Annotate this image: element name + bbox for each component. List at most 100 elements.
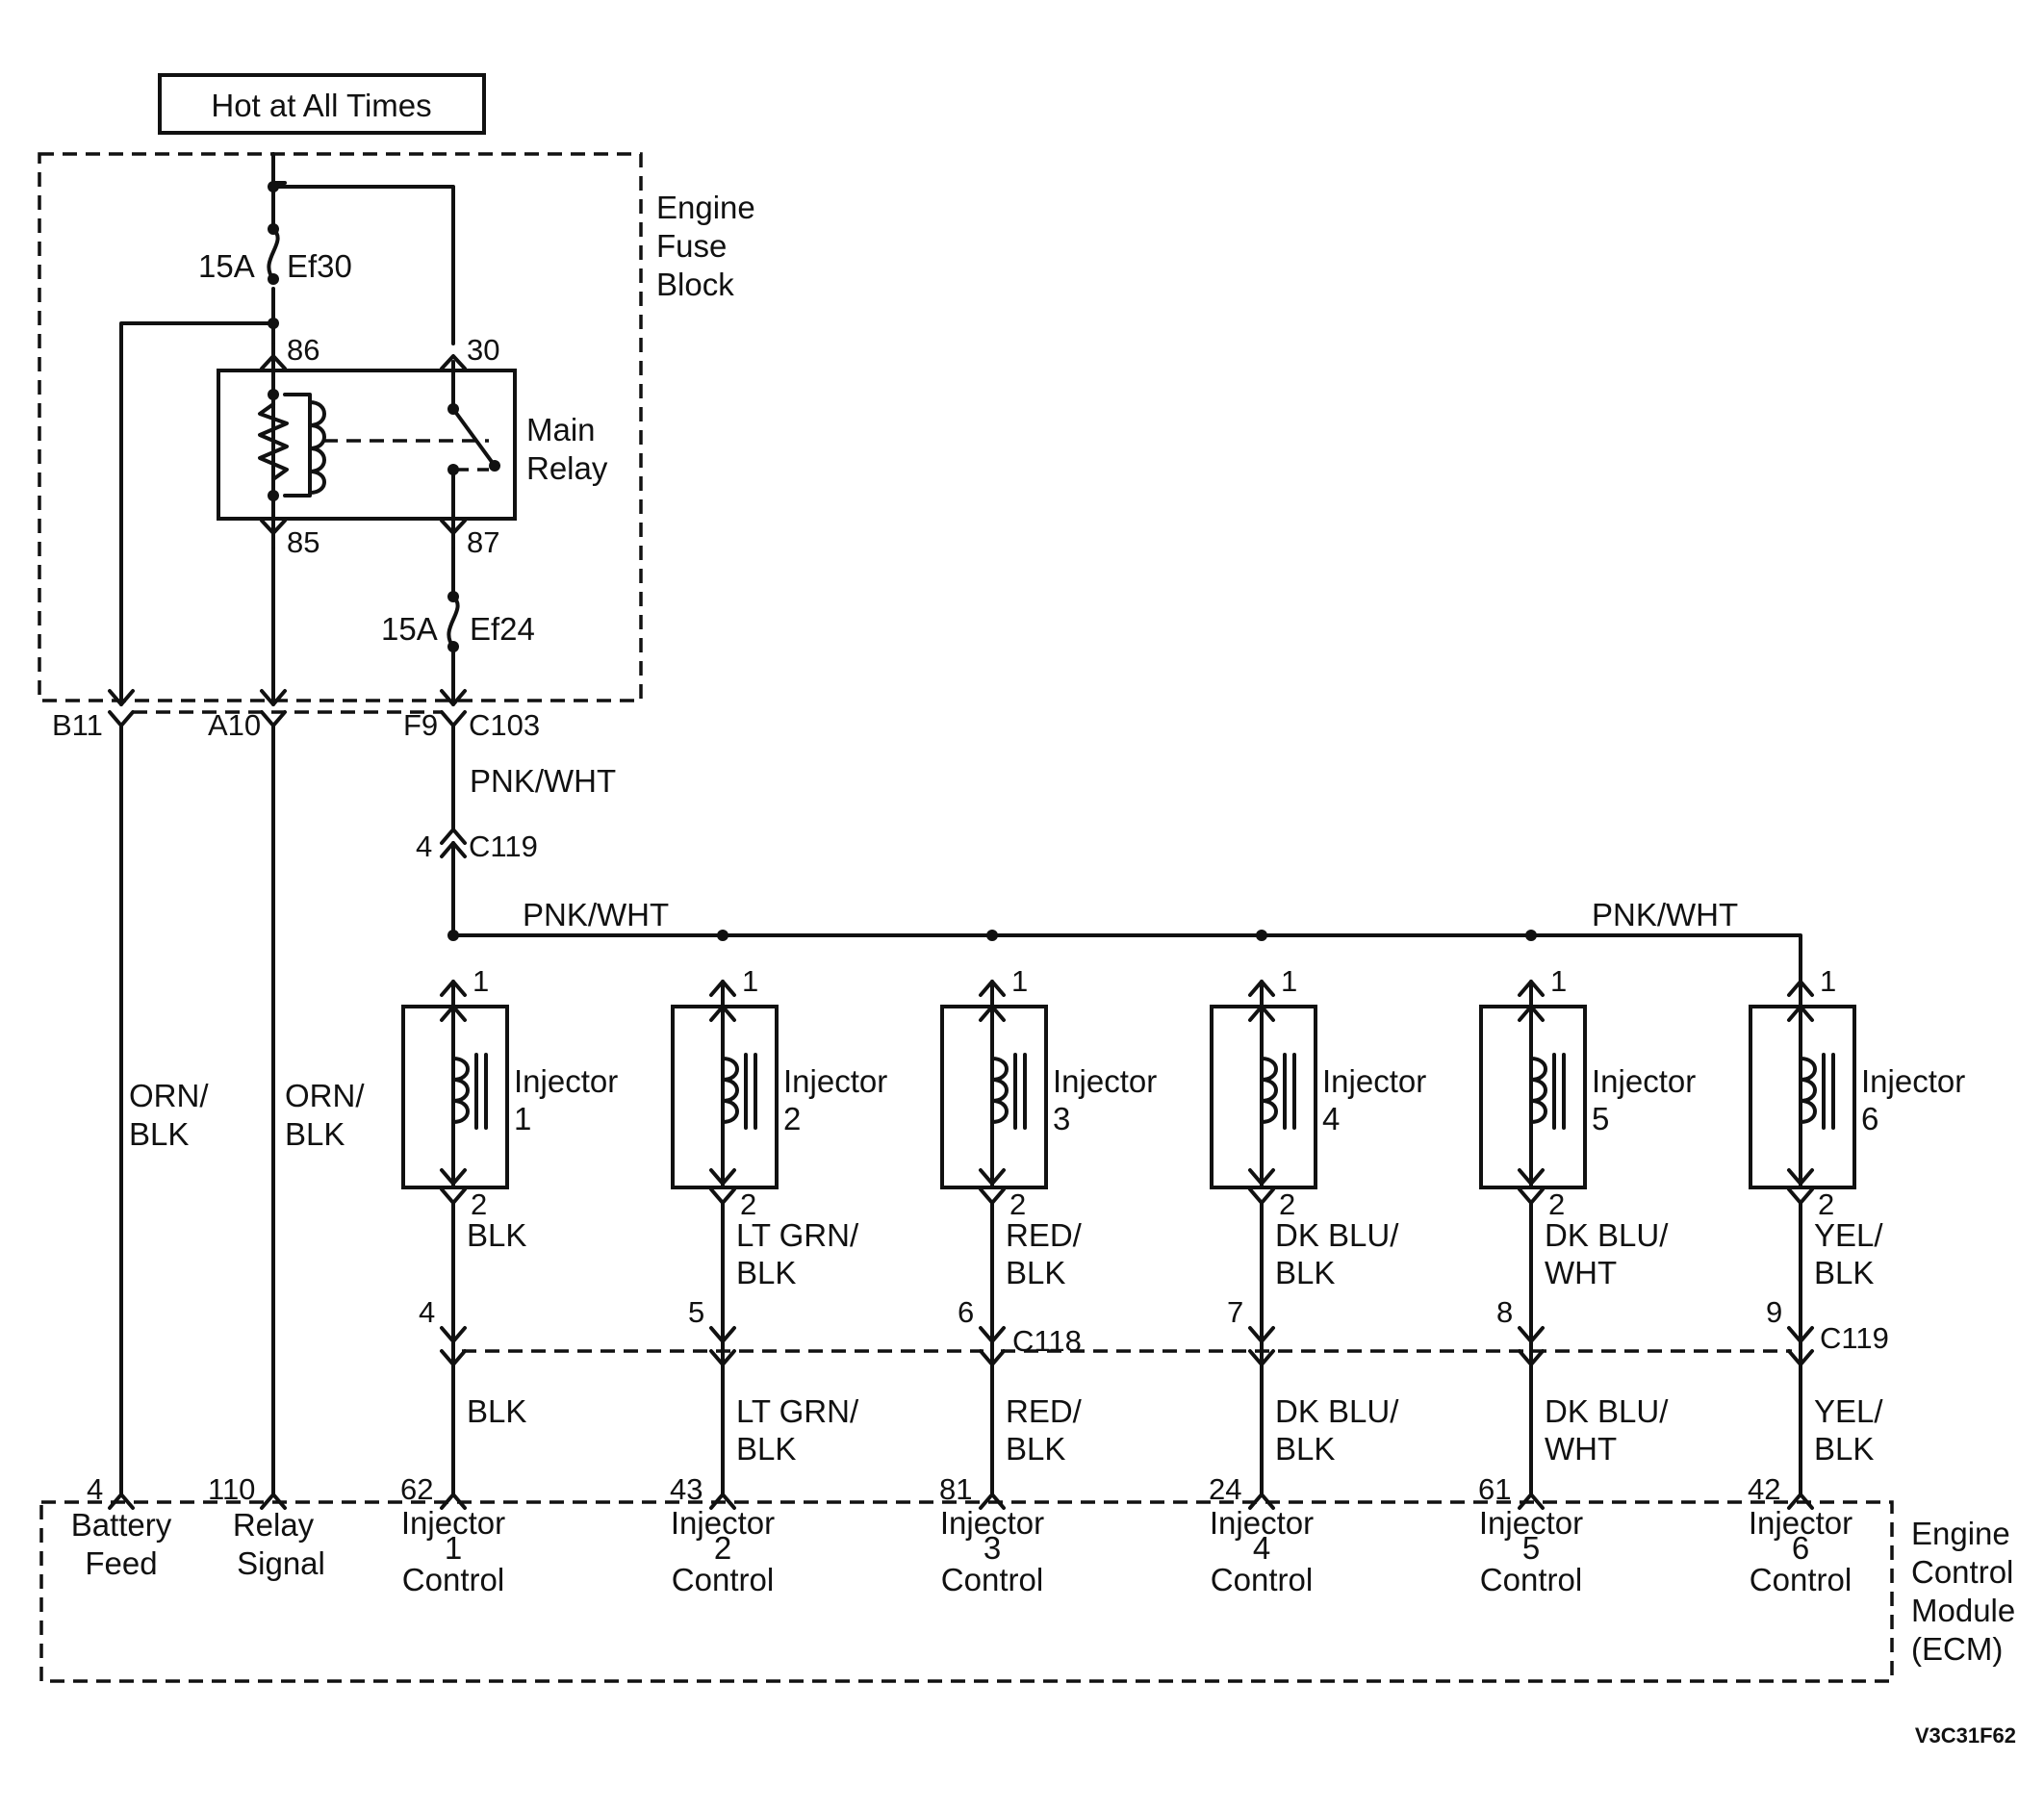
ecm-input-number: 4 [1253,1530,1270,1566]
injector-pin-bottom: 2 [471,1187,487,1221]
svg-text:C119: C119 [469,829,538,863]
svg-text:PNK/WHT: PNK/WHT [1592,897,1738,932]
svg-text:15A: 15A [198,248,255,284]
wire-color-lower: BLK [467,1393,526,1429]
injector-number: 4 [1322,1101,1340,1136]
injector-number: 1 [514,1101,531,1136]
svg-text:ORN/: ORN/ [129,1078,209,1113]
svg-text:PNK/WHT: PNK/WHT [523,897,669,932]
wire-label-orn-blk-relay: ORN/ BLK [285,1078,365,1152]
injector-pin-top: 1 [1011,964,1028,998]
injector-number: 5 [1592,1101,1609,1136]
ecm-pin: 43 [670,1472,703,1506]
svg-text:PNK/WHT: PNK/WHT [470,763,616,799]
ecm-input-label: Injector [671,1505,775,1541]
svg-text:30: 30 [467,333,499,367]
wire-color-lower: RED/ [1006,1393,1083,1429]
wire-color-lower: YEL/ [1814,1393,1883,1429]
injector-feed-wire: PNK/WHT 4 C119 [416,724,616,937]
svg-text:F9: F9 [403,708,438,742]
ecm-relay-signal: 110 Relay Signal [208,1472,325,1581]
wire-color-upper: BLK [1814,1255,1874,1290]
ecm-feed-wires [119,724,275,1496]
wire-color-upper: BLK [1275,1255,1335,1290]
ecm-pin: 62 [400,1472,433,1506]
ecm-pin: 61 [1478,1472,1511,1506]
injector-pin-top: 1 [473,964,489,998]
connector-pin: 6 [958,1295,974,1329]
wire-color-lower: BLK [736,1431,796,1467]
injector-pin-top: 1 [1820,964,1836,998]
svg-text:Module: Module [1911,1593,2015,1628]
injector-pin-top: 1 [1281,964,1297,998]
ecm-input-control: Control [1480,1562,1582,1597]
connector-pin: 9 [1766,1295,1782,1329]
injector-label: Injector [1861,1063,1965,1099]
injector-pin-bottom: 2 [740,1187,756,1221]
injector-6: 1Injector62YEL/BLK9YEL/BLK42Injector6Con… [1748,964,1965,1597]
svg-text:Relay: Relay [526,450,608,486]
svg-text:BLK: BLK [129,1116,189,1152]
ecm-input-number: 3 [984,1530,1001,1566]
ecm-input-number: 1 [445,1530,462,1566]
svg-text:87: 87 [467,525,499,559]
ecm-battery-feed: 4 Battery Feed [71,1472,172,1581]
svg-text:Feed: Feed [85,1545,157,1581]
wire-color-upper: BLK [1006,1255,1065,1290]
ecm-input-number: 5 [1522,1530,1540,1566]
svg-text:(ECM): (ECM) [1911,1631,2003,1667]
ecm-input-control: Control [1211,1562,1313,1597]
ecm-input-label: Injector [1210,1505,1314,1541]
ecm-pin: 42 [1748,1472,1780,1506]
wire-color-upper: YEL/ [1814,1217,1883,1253]
svg-text:Block: Block [656,267,734,302]
svg-text:Main: Main [526,412,596,447]
injector-number: 2 [783,1101,801,1136]
ecm-input-control: Control [402,1562,504,1597]
wire-color-lower: LT GRN/ [736,1393,859,1429]
svg-text:Ef30: Ef30 [287,248,352,284]
svg-text:Ef24: Ef24 [470,611,535,647]
connector-pin: 4 [419,1295,435,1329]
svg-text:A10: A10 [208,708,261,742]
ecm-input-number: 2 [714,1530,731,1566]
injector-pin-top: 1 [742,964,758,998]
svg-text:Signal: Signal [237,1545,325,1581]
ecm-title: Engine Control Module (ECM) [1911,1516,2015,1667]
injector-label: Injector [514,1063,618,1099]
fuse-block-output-arrows [108,689,467,706]
svg-text:15A: 15A [381,611,438,647]
connector-pin: 5 [688,1295,704,1329]
connector-c119-lower-label: C119 [1820,1321,1889,1355]
svg-text:B11: B11 [52,708,103,742]
ecm-pin: 24 [1209,1472,1241,1506]
injector-pin-bottom: 2 [1818,1187,1834,1221]
ecm-input-control: Control [941,1562,1043,1597]
wire-color-lower: BLK [1814,1431,1874,1467]
ecm-boundary [39,1500,1894,1683]
svg-text:Battery: Battery [71,1507,172,1543]
injector-label: Injector [1592,1063,1696,1099]
fuse-ef24: 15A Ef24 [381,591,535,652]
connector-pin: 7 [1227,1295,1243,1329]
connector-c103: B11 A10 F9 C103 [52,708,540,742]
fuse-ef30: 15A Ef30 [198,223,352,285]
svg-text:4: 4 [416,829,432,863]
ecm-input-label: Injector [1479,1505,1583,1541]
injector-number: 3 [1053,1101,1070,1136]
figure-code: V3C31F62 [1915,1723,2016,1748]
power-source-box [158,73,486,135]
wire-color-upper: LT GRN/ [736,1217,859,1253]
wire-color-upper: WHT [1545,1255,1617,1290]
wire-color-upper: BLK [736,1255,796,1290]
svg-text:4: 4 [87,1472,103,1506]
power-source-label: Hot at All Times [211,88,431,123]
injector-label: Injector [783,1063,887,1099]
wire-color-upper: DK BLU/ [1545,1217,1669,1253]
wire-color-lower: BLK [1275,1431,1335,1467]
svg-text:86: 86 [287,333,319,367]
main-relay: 86 30 85 87 Main Relay [217,333,608,559]
connector-pin: 8 [1496,1295,1513,1329]
